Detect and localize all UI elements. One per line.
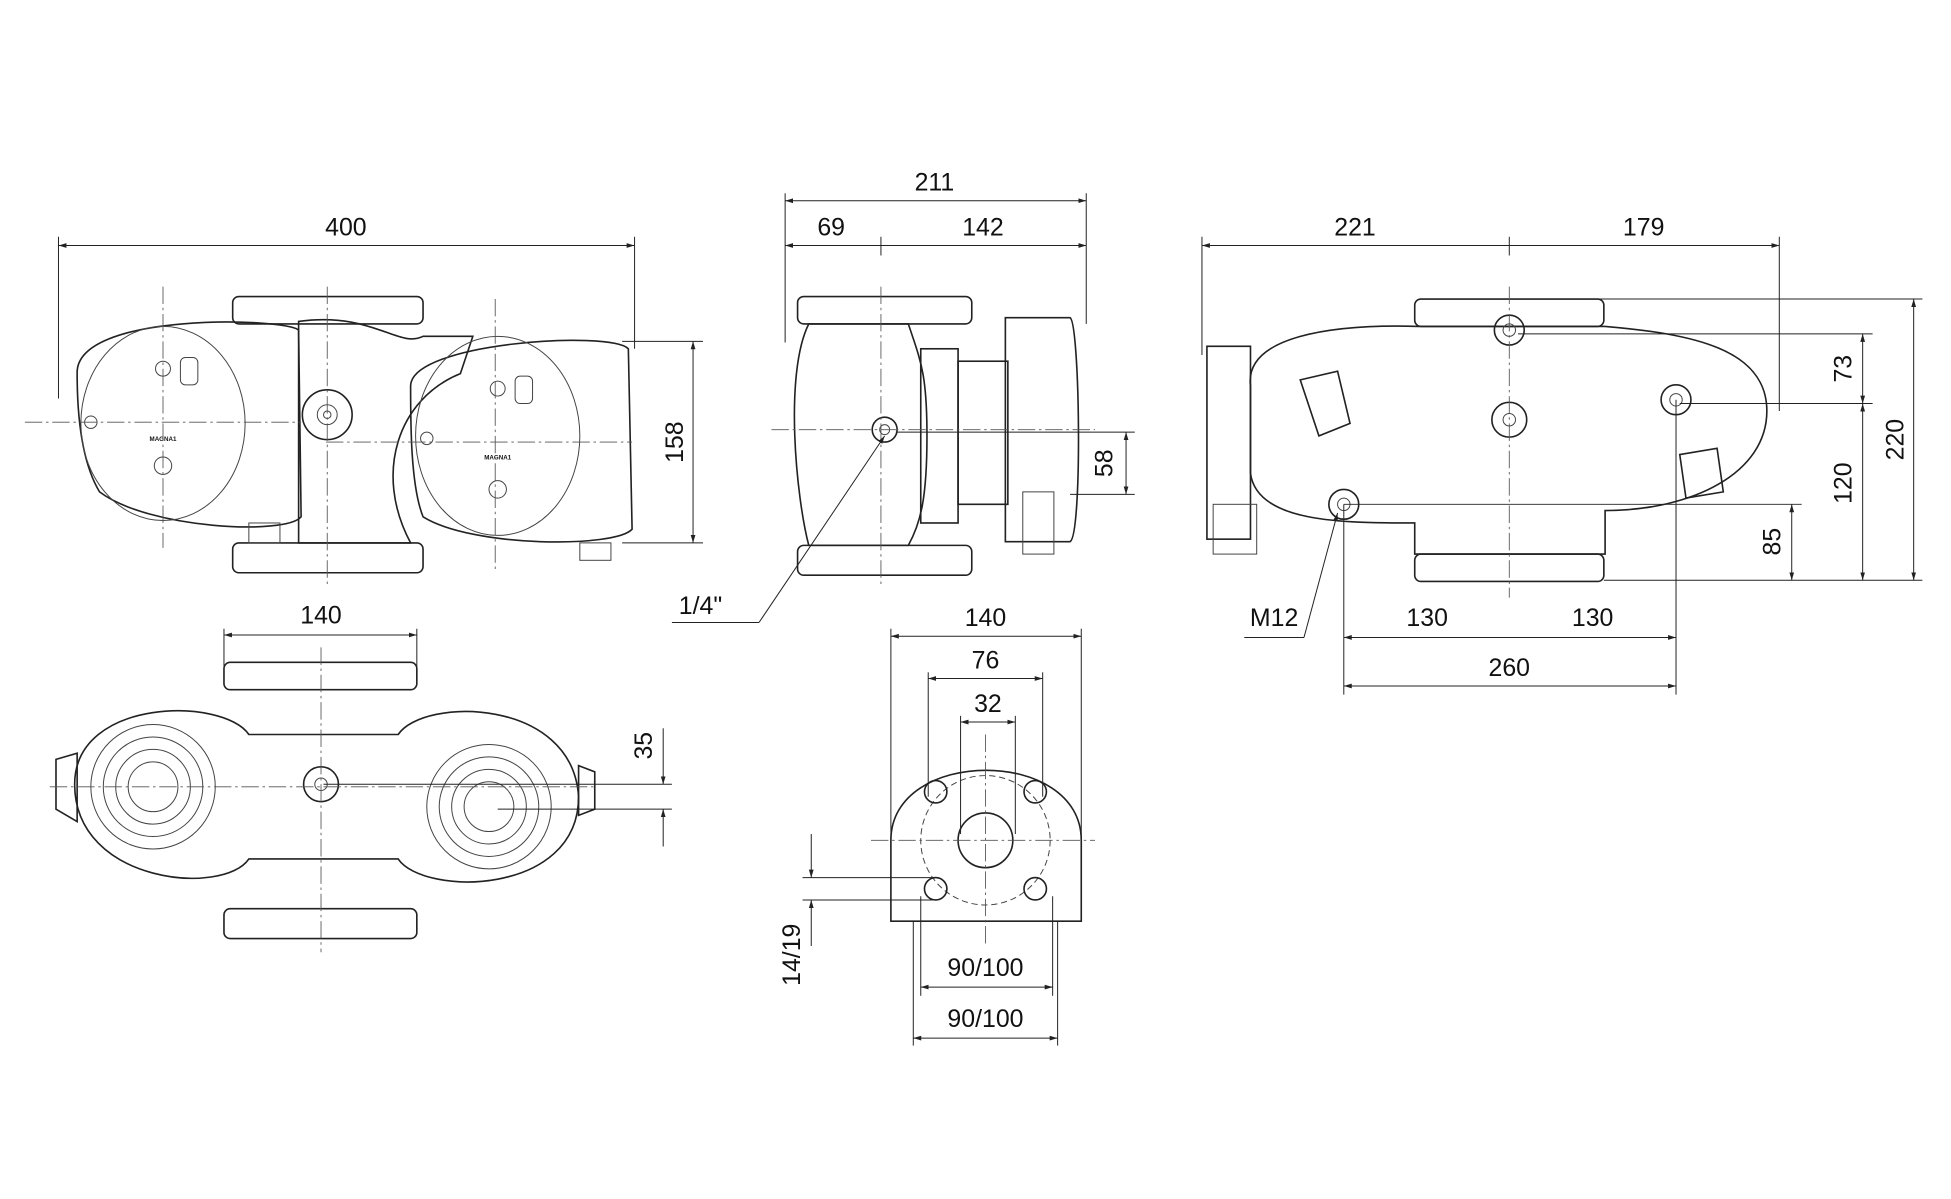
dimension-front-height: 158	[622, 340, 704, 544]
dim-220: 220	[1882, 419, 1910, 461]
dim-140-top: 140	[300, 602, 342, 630]
dim-76: 76	[972, 647, 1000, 675]
dim-140-flange: 140	[965, 604, 1007, 632]
dim-158: 158	[661, 421, 689, 463]
dimension-side-211: 211 69 142	[784, 169, 1087, 343]
dim-73: 73	[1829, 355, 1857, 383]
dim-58: 58	[1090, 449, 1118, 477]
dimension-side-58: 58	[895, 431, 1135, 495]
dim-14-19: 14/19	[778, 924, 806, 986]
dim-260: 260	[1489, 654, 1531, 682]
dim-90-100-outer: 90/100	[947, 1005, 1023, 1033]
dimension-top: 140 35	[223, 602, 672, 847]
dimension-rear-bottom: 130 130 260 M12	[1244, 399, 1677, 695]
dim-85: 85	[1759, 528, 1787, 556]
dim-221: 221	[1334, 214, 1376, 242]
dim-69: 69	[817, 214, 845, 242]
callout-thread: 1/4"	[671, 435, 886, 624]
dim-179: 179	[1623, 214, 1665, 242]
dim-130-left: 130	[1406, 604, 1448, 632]
front-view: MAGNA1 MAGNA1	[24, 286, 633, 586]
dim-130-right: 130	[1572, 604, 1614, 632]
top-view	[49, 647, 598, 953]
dim-35: 35	[630, 732, 658, 760]
rear-view	[1206, 286, 1768, 598]
side-view	[771, 286, 1095, 586]
dimension-flange: 140 76 32 14/19 90/100 90/100	[778, 604, 1082, 1046]
dimension-front-width: 400	[57, 214, 636, 399]
dim-120: 120	[1829, 462, 1857, 504]
bolt-label: M12	[1250, 604, 1298, 632]
dim-32: 32	[974, 690, 1002, 718]
thread-label: 1/4"	[679, 592, 722, 620]
dim-142: 142	[962, 214, 1004, 242]
flange-view	[870, 734, 1095, 947]
dim-400: 400	[325, 214, 367, 242]
brand-label-right: MAGNA1	[484, 455, 511, 462]
dimension-rear-top: 221 179	[1201, 214, 1780, 411]
dim-90-100-inner: 90/100	[947, 954, 1023, 982]
dimension-rear-heights: 73 120 220 85	[1343, 298, 1923, 581]
dim-211: 211	[915, 169, 955, 197]
